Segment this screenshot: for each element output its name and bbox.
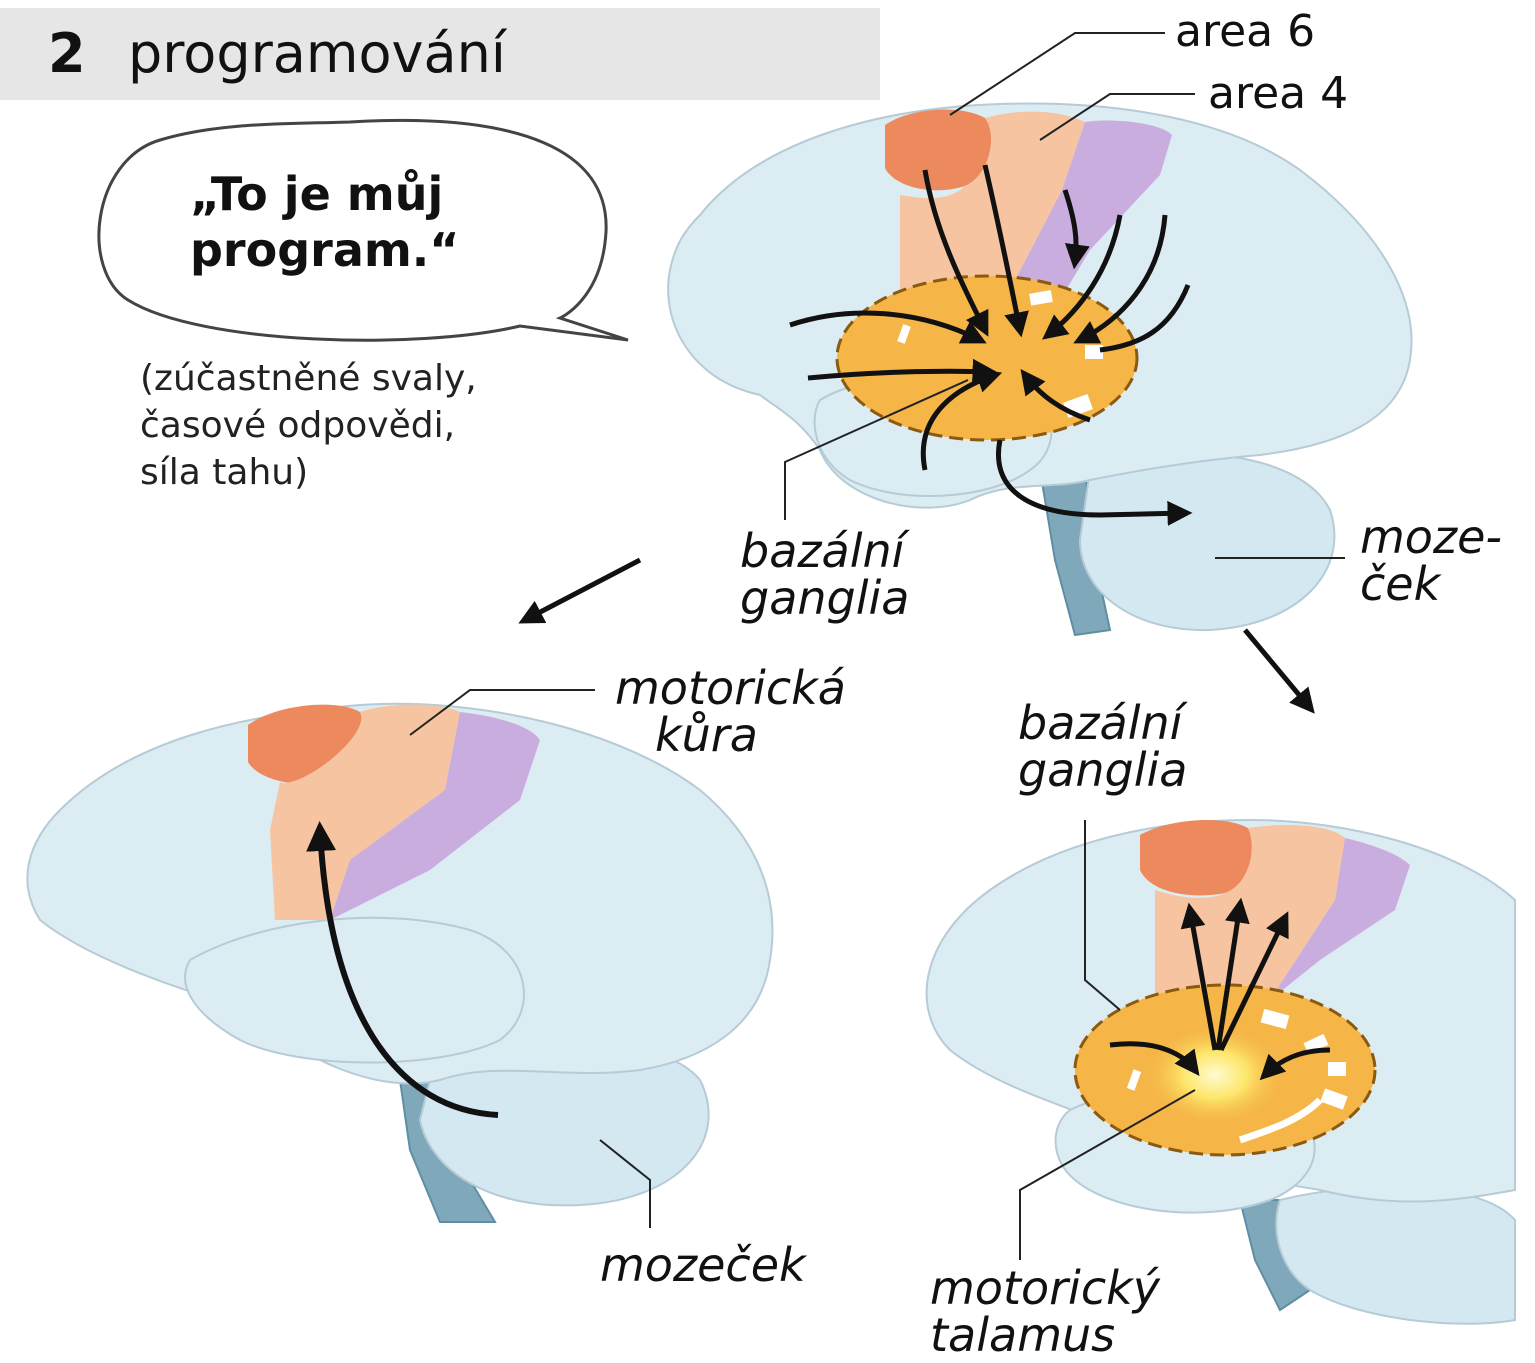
program-parameters: (zúčastněné svaly, časové odpovědi, síla… — [140, 356, 477, 496]
param-line-3: síla tahu) — [140, 450, 477, 497]
speech-line-2: program.“ — [190, 222, 550, 278]
motor-thalamus-label: motorický talamus — [930, 1265, 1160, 1359]
left-brain — [27, 690, 772, 1228]
top-cerebellum — [1080, 454, 1334, 630]
left-cerebellum-label: mozeček — [600, 1242, 806, 1289]
top-basal-ganglia-label-line-1: bazální — [740, 528, 910, 575]
motor-cortex-label: motorická kůra — [615, 665, 846, 759]
param-line-1: (zúčastněné svaly, — [140, 356, 477, 403]
motor-cortex-label-line-1: motorická — [615, 665, 846, 712]
area4-label: area 4 — [1208, 72, 1348, 117]
right-basal-ganglia-label: bazální ganglia — [1018, 700, 1188, 794]
motor-thalamus-label-line-2: talamus — [930, 1312, 1160, 1359]
top-basal-ganglia-label: bazální ganglia — [740, 528, 910, 622]
right-area6 — [1140, 820, 1252, 896]
top-cerebellum-label-line-1: moze- — [1360, 514, 1502, 561]
top-basal-ganglia-label-line-2: ganglia — [740, 575, 910, 622]
right-brain — [927, 820, 1515, 1324]
top-cerebellum-label-line-2: ček — [1360, 561, 1502, 608]
motor-thalamus-label-line-1: motorický — [930, 1265, 1160, 1312]
speech-line-1: „To je můj — [190, 166, 550, 222]
right-basal-ganglia-label-line-2: ganglia — [1018, 747, 1188, 794]
motor-cortex-label-line-2: kůra — [615, 712, 846, 759]
top-area6 — [885, 110, 991, 191]
area6-label: area 6 — [1175, 10, 1315, 55]
param-line-2: časové odpovědi, — [140, 403, 477, 450]
left-temporal-lobe — [185, 918, 524, 1063]
speech-bubble-text: „To je můj program.“ — [190, 166, 550, 278]
right-cerebellum — [1276, 1187, 1515, 1324]
right-basal-ganglia-label-line-1: bazální — [1018, 700, 1188, 747]
top-cerebellum-label: moze- ček — [1360, 514, 1502, 608]
